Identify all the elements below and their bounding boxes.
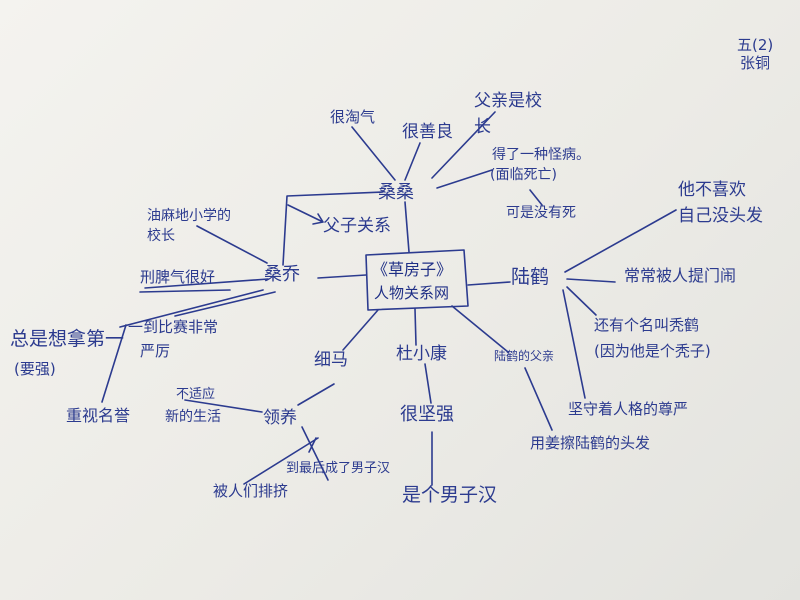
link-sangqiao-strict <box>174 291 276 317</box>
link-center-sangqiao <box>317 274 367 279</box>
sangqiao-honor: 重视名誉 <box>66 406 131 425</box>
link-xima-adopted <box>297 383 335 406</box>
arrow-father-son <box>287 204 324 225</box>
link-center-luhe-father <box>451 305 509 353</box>
link-sangsang-father <box>431 111 496 179</box>
link-illness-note <box>529 189 543 206</box>
father-son-relation: 父子关系 <box>323 216 391 236</box>
sangsang-naughty: 很淘气 <box>330 108 376 126</box>
sangsang-illness: 得了一种怪病。 <box>492 147 590 163</box>
link-sangqiao-honor <box>101 324 127 403</box>
sangqiao-strict-line1: 一到比赛非常 <box>128 318 219 336</box>
node-xima: 细马 <box>314 350 348 370</box>
link-sangsang-illness <box>436 169 493 189</box>
xima-grown-man: 到最后成了男子汉 <box>286 461 391 476</box>
link-xima-grown <box>301 426 329 481</box>
luhe-dignity: 坚守着人格的尊严 <box>568 400 689 418</box>
luhe-cure: 用姜擦陆鹤的头发 <box>530 434 651 452</box>
node-duxiaokang: 杜小康 <box>396 344 447 364</box>
sangsang-survived: 可是没有死 <box>506 205 576 221</box>
link-father-cure <box>524 367 553 431</box>
luhe-nickname-line1: 还有个名叫秃鹤 <box>594 316 700 334</box>
link-sangqiao-temper <box>144 278 269 289</box>
sangqiao-strict-line2: 严厉 <box>140 342 171 360</box>
duxiaokang-man: 是个男子汉 <box>402 484 498 506</box>
xima-adopted: 领养 <box>263 408 297 428</box>
link-adopted-newlife <box>184 399 263 413</box>
sangsang-father-principal: 父亲是校长 <box>474 91 542 137</box>
link-center-duxiaokang <box>414 308 417 346</box>
luhe-hair-line2: 自己没头发 <box>678 206 763 226</box>
link-sangsang-naughty <box>351 126 396 181</box>
sangsang-illness-note: (面临死亡) <box>490 167 557 183</box>
xima-new-life: 新的生活 <box>165 409 221 425</box>
corner-student-name: 张铜 <box>740 54 771 72</box>
sangqiao-strong-willed: (要强) <box>14 360 56 378</box>
luhe-teased: 常常被人提门闹 <box>624 266 737 285</box>
luhe-hair-line1: 他不喜欢 <box>678 180 746 200</box>
sangqiao-principal-role: 油麻地小学的校长 <box>147 208 231 244</box>
link-sangsang-center <box>404 201 410 253</box>
luhe-father-label: 陆鹤的父亲 <box>494 349 555 363</box>
xima-excluded: 被人们排挤 <box>213 482 289 500</box>
xima-unadapted: 不适应 <box>176 387 216 402</box>
link-center-xima <box>342 309 379 351</box>
link-sangqiao-role <box>196 225 268 264</box>
link-center-luhe <box>467 281 511 286</box>
center-subtitle: 人物关系网 <box>374 284 450 302</box>
link-luhe-hair <box>564 209 677 273</box>
link-duxiaokang-strong <box>424 363 432 404</box>
center-title: 《草房子》 <box>372 260 453 279</box>
link-adopted-excluded <box>243 437 319 485</box>
node-sangsang: 桑桑 <box>378 182 414 203</box>
underline-temper <box>139 289 231 293</box>
sangqiao-temper: 刑脾气很好 <box>140 268 216 286</box>
link-luhe-teased <box>566 278 616 283</box>
duxiaokang-strong: 很坚强 <box>400 404 454 425</box>
link-luhe-dignity <box>562 289 586 399</box>
link-grown-mark <box>308 437 317 453</box>
link-sangsang-kind <box>404 142 421 181</box>
link-sangqiao-ambition <box>119 289 264 328</box>
node-luhe: 陆鹤 <box>511 266 550 288</box>
link-sangqiao-sangsang <box>282 191 384 266</box>
sangqiao-ambition: 总是想拿第一 <box>10 328 125 350</box>
link-luhe-nickname <box>566 286 597 316</box>
node-sangqiao: 桑乔 <box>264 264 300 285</box>
sangsang-kind: 很善良 <box>402 122 453 142</box>
center-box <box>365 249 469 311</box>
corner-class: 五(2) <box>737 36 774 54</box>
luhe-nickname-line2: (因为他是个秃子) <box>594 342 711 360</box>
